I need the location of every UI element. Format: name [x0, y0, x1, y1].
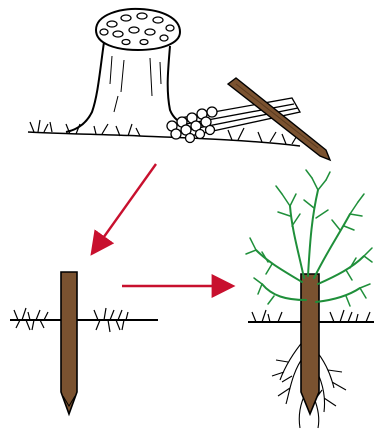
grow-stake	[301, 274, 319, 414]
step-plant-stake	[10, 272, 158, 414]
flow-arrows	[96, 164, 226, 286]
arrow-harvest-to-plant	[96, 164, 156, 248]
stump-grass	[30, 120, 298, 144]
stump-bark-lines	[110, 56, 161, 112]
step-grow-sprouted	[246, 170, 374, 428]
stump-trunk	[66, 42, 188, 132]
step-harvest-stump	[28, 9, 330, 160]
plant-stake	[61, 272, 77, 414]
stump-top	[96, 9, 180, 50]
